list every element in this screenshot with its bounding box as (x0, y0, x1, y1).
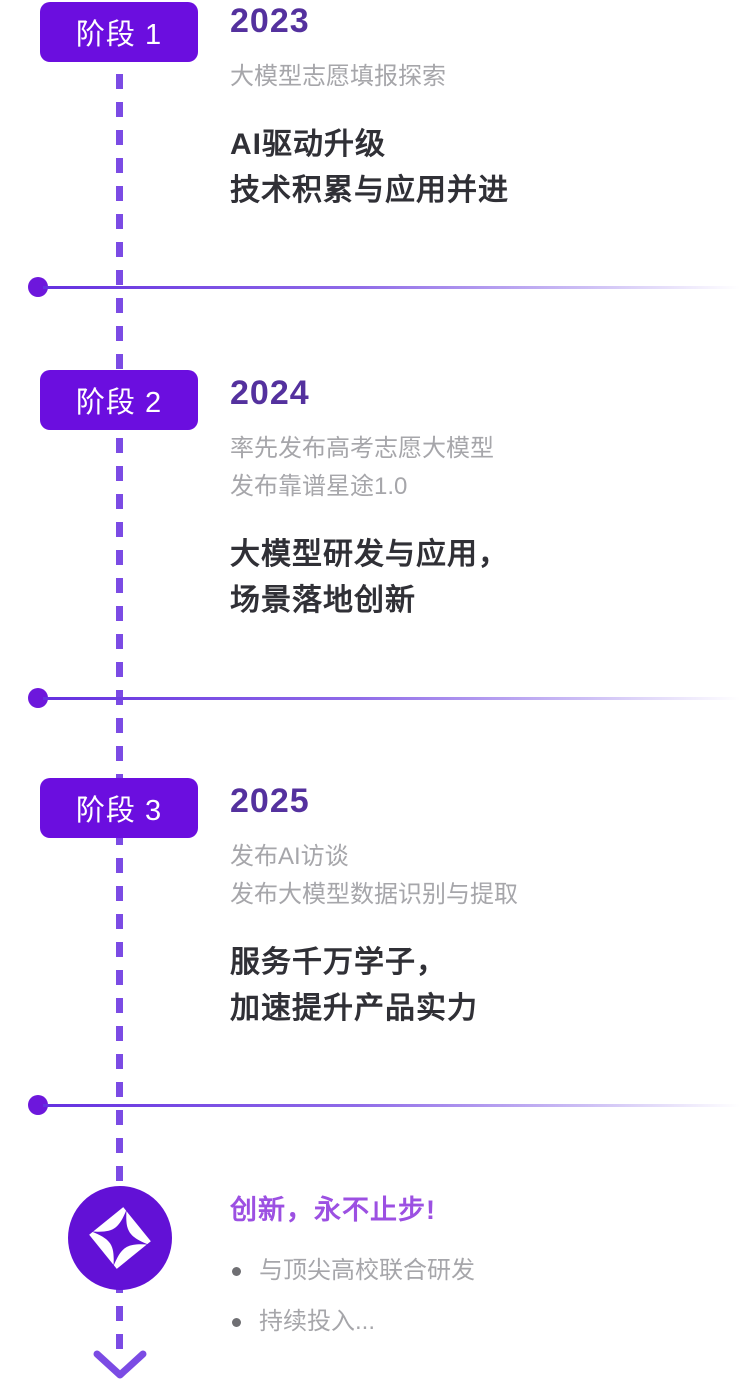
stage-1-year: 2023 (230, 2, 310, 40)
timeline-node-dot (28, 1095, 48, 1115)
footer-bullet-list: 与顶尖高校联合研发 持续投入... (232, 1252, 475, 1354)
stage-3-badge-label: 阶段 3 (75, 795, 163, 827)
stage-2-content: 2024 率先发布高考志愿大模型 发布靠谱星途1.0 大模型研发与应用， 场景落… (230, 372, 730, 624)
stage-3-subtitle: 发布AI访谈 发布大模型数据识别与提取 (230, 843, 518, 908)
stage-1-badge: 阶段 1 (40, 2, 198, 62)
sparkle-diamond-icon (68, 1186, 172, 1290)
bullet-dot-icon (232, 1317, 241, 1327)
stage-3-content: 2025 发布AI访谈 发布大模型数据识别与提取 服务千万学子， 加速提升产品实… (230, 780, 730, 1032)
timeline-dashed-line (116, 18, 123, 1356)
timeline-divider (28, 1095, 740, 1115)
list-item: 持续投入... (232, 1303, 475, 1341)
list-item: 与顶尖高校联合研发 (232, 1252, 475, 1290)
timeline-divider (28, 277, 740, 297)
timeline-divider (28, 688, 740, 708)
stage-1-content: 2023 大模型志愿填报探索 AI驱动升级 技术积累与应用并进 (230, 0, 730, 214)
stage-1-heading: AI驱动升级 技术积累与应用并进 (230, 128, 509, 207)
bullet-dot-icon (232, 1266, 241, 1276)
stage-2-subtitle: 率先发布高考志愿大模型 发布靠谱星途1.0 (230, 435, 494, 500)
stage-2-badge-label: 阶段 2 (75, 387, 163, 419)
footer-title: 创新，永不止步! (230, 1195, 436, 1225)
footer-bullet-text: 与顶尖高校联合研发 (259, 1257, 475, 1284)
footer-bullet-text: 持续投入... (259, 1308, 376, 1335)
stage-2-heading: 大模型研发与应用， 场景落地创新 (230, 538, 509, 617)
timeline-node-dot (28, 688, 48, 708)
timeline-node-dot (28, 277, 48, 297)
stage-2-badge: 阶段 2 (40, 370, 198, 430)
stage-3-badge: 阶段 3 (40, 778, 198, 838)
stage-2-year: 2024 (230, 374, 310, 412)
stage-3-heading: 服务千万学子， 加速提升产品实力 (230, 946, 478, 1025)
timeline-divider-line (43, 1103, 740, 1107)
stage-1-subtitle: 大模型志愿填报探索 (230, 63, 446, 90)
stage-3-year: 2025 (230, 782, 310, 820)
timeline-arrow-down-icon (93, 1350, 147, 1379)
stage-1-badge-label: 阶段 1 (75, 19, 163, 51)
timeline-divider-line (43, 696, 740, 700)
timeline-divider-line (43, 285, 740, 289)
